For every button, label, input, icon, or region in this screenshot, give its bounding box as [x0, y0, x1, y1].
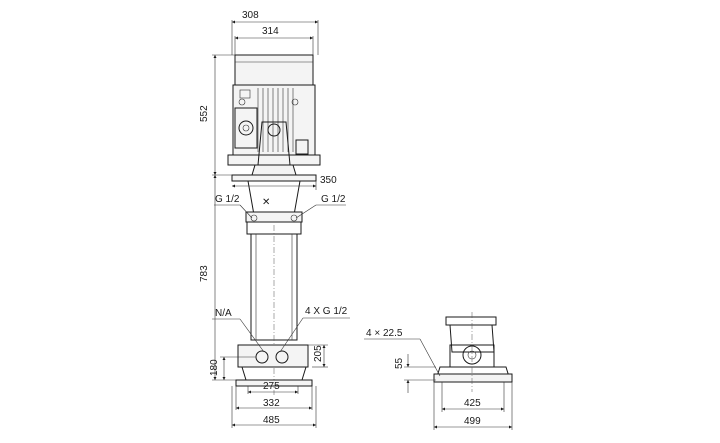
- dim-485: 485: [263, 415, 280, 426]
- grundfos-logo-icon: ✕: [262, 197, 270, 208]
- dim-180: 180: [209, 359, 220, 376]
- label-g-half-right: G 1/2: [321, 194, 346, 205]
- dim-308: 308: [242, 10, 259, 21]
- pump-sleeve: [246, 221, 302, 395]
- dim-552: 552: [199, 105, 210, 122]
- dim-275: 275: [263, 381, 280, 392]
- dim-350: 350: [320, 175, 337, 186]
- label-n-a: N/A: [215, 308, 232, 319]
- label-g-half-left: G 1/2: [215, 194, 240, 205]
- dim-783: 783: [199, 265, 210, 282]
- coupling-housing: ✕: [227, 121, 321, 223]
- side-view: 4 × 22.5 55 425 499: [364, 312, 513, 430]
- dim-332: 332: [263, 398, 280, 409]
- dim-499: 499: [464, 416, 481, 427]
- motor: [232, 54, 316, 156]
- pump-base: [235, 344, 313, 387]
- dim-55: 55: [394, 357, 405, 369]
- dim-holes: 4 × 22.5: [366, 328, 403, 339]
- dim-205: 205: [313, 345, 324, 362]
- dim-314: 314: [262, 26, 279, 37]
- dim-425: 425: [464, 398, 481, 409]
- front-view: ✕ 308 314: [199, 10, 350, 428]
- label-4xg-half: 4 X G 1/2: [305, 306, 348, 317]
